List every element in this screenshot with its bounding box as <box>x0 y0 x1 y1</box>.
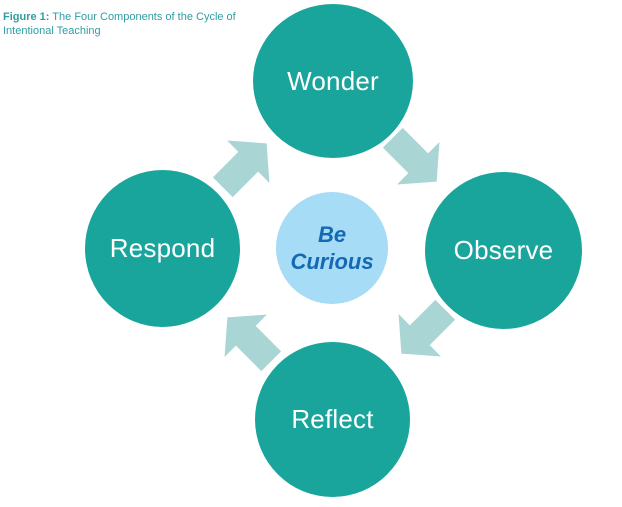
center-line-2: Curious <box>290 249 374 274</box>
figure-label: Figure 1: <box>3 11 50 23</box>
node-reflect: Reflect <box>255 342 410 497</box>
center-be-curious: Be Curious <box>276 192 388 304</box>
node-observe: Observe <box>425 172 582 329</box>
node-respond: Respond <box>85 170 240 327</box>
node-reflect-label: Reflect <box>291 404 374 434</box>
arrow-respond-to-wonder <box>212 140 270 198</box>
figure-title: The Four Components of the Cycle of Inte… <box>3 11 236 37</box>
node-respond-label: Respond <box>109 233 216 263</box>
node-observe-label: Observe <box>453 235 554 265</box>
node-wonder: Wonder <box>253 4 413 158</box>
node-wonder-label: Wonder <box>287 65 379 96</box>
arrow-reflect-to-respond <box>224 314 282 372</box>
arrow-observe-to-reflect <box>398 299 456 357</box>
center-line-1: Be <box>317 222 347 247</box>
figure-caption: Figure 1: The Four Components of the Cyc… <box>3 10 243 38</box>
arrow-wonder-to-observe <box>382 127 440 185</box>
